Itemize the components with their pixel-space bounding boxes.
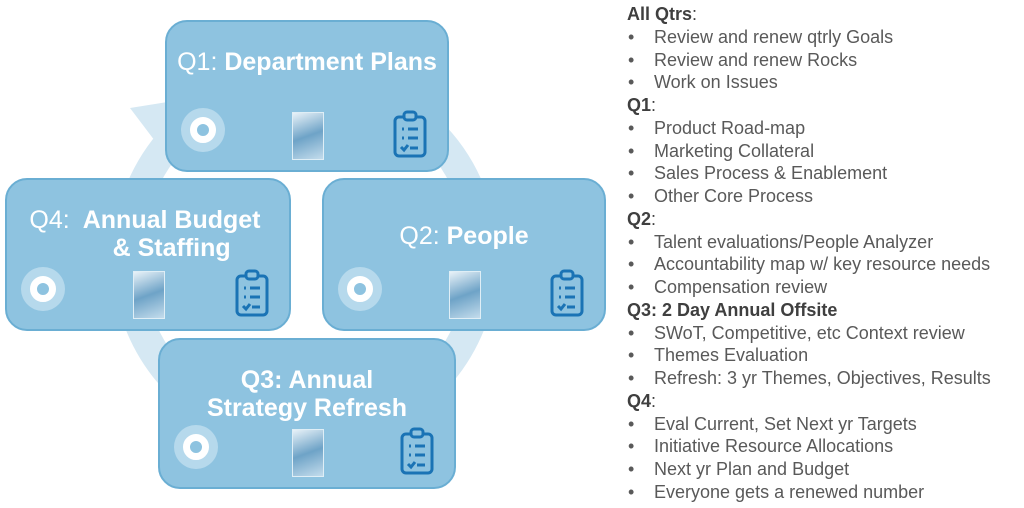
clipboard-icon: [550, 269, 584, 317]
heading-colon: :: [692, 4, 698, 24]
list-item: Product Road-map: [627, 117, 991, 140]
section-heading: Q3: 2 Day Annual Offsite: [627, 299, 838, 320]
heading-colon: :: [651, 95, 657, 115]
section-heading: Q1:: [627, 95, 657, 115]
list-item: Work on Issues: [627, 71, 991, 94]
q3-box: Q3: Annual Strategy Refresh: [158, 338, 456, 489]
heading-colon: :: [651, 390, 657, 411]
list-item: Refresh: 3 yr Themes, Objectives, Result…: [627, 367, 991, 390]
q2-box: Q2: People: [322, 178, 606, 331]
people-photo: [133, 271, 165, 319]
section-heading: Q4:: [627, 390, 657, 411]
list-item: Review and renew Rocks: [627, 49, 991, 72]
q2-title: People: [446, 222, 529, 250]
q1-box: Q1: Department Plans: [165, 20, 449, 172]
q1-prefix: Q1:: [177, 48, 225, 76]
target-icon: [21, 267, 65, 311]
list-item: Sales Process & Enablement: [627, 162, 991, 185]
people-photo: [292, 112, 324, 160]
target-icon: [338, 267, 382, 311]
clipboard-icon: [393, 110, 427, 158]
activity-list: All Qtrs:Review and renew qtrly GoalsRev…: [627, 3, 991, 504]
list-item: Themes Evaluation: [627, 344, 991, 367]
q2-prefix: Q2:: [399, 222, 447, 250]
people-photo: [292, 429, 324, 477]
q4-box: Q4: Annual Budget & Staffing: [5, 178, 291, 331]
q4-title: Annual Budget & Staffing: [82, 206, 261, 262]
people-photo: [449, 271, 481, 319]
section-heading: Q2:: [627, 208, 657, 229]
target-icon: [174, 425, 218, 469]
q1-title: Department Plans: [224, 48, 437, 76]
list-item: SWoT, Competitive, etc Context review: [627, 322, 991, 345]
clipboard-icon: [400, 427, 434, 475]
list-item: Review and renew qtrly Goals: [627, 26, 991, 49]
list-item: Accountability map w/ key resource needs: [627, 253, 991, 276]
list-item: Compensation review: [627, 276, 991, 299]
list-item: Talent evaluations/People Analyzer: [627, 231, 991, 254]
list-item: Marketing Collateral: [627, 140, 991, 163]
list-item: Everyone gets a renewed number: [627, 481, 991, 504]
q3-title: Q3: Annual Strategy Refresh: [206, 366, 408, 422]
list-item: Eval Current, Set Next yr Targets: [627, 413, 991, 436]
list-item: Next yr Plan and Budget: [627, 458, 991, 481]
list-item: Other Core Process: [627, 185, 991, 208]
list-item: Initiative Resource Allocations: [627, 435, 991, 458]
q4-prefix: Q4:: [29, 206, 77, 234]
heading-colon: :: [651, 208, 657, 229]
target-icon: [181, 108, 225, 152]
section-heading: All Qtrs:: [627, 4, 698, 24]
clipboard-icon: [235, 269, 269, 317]
